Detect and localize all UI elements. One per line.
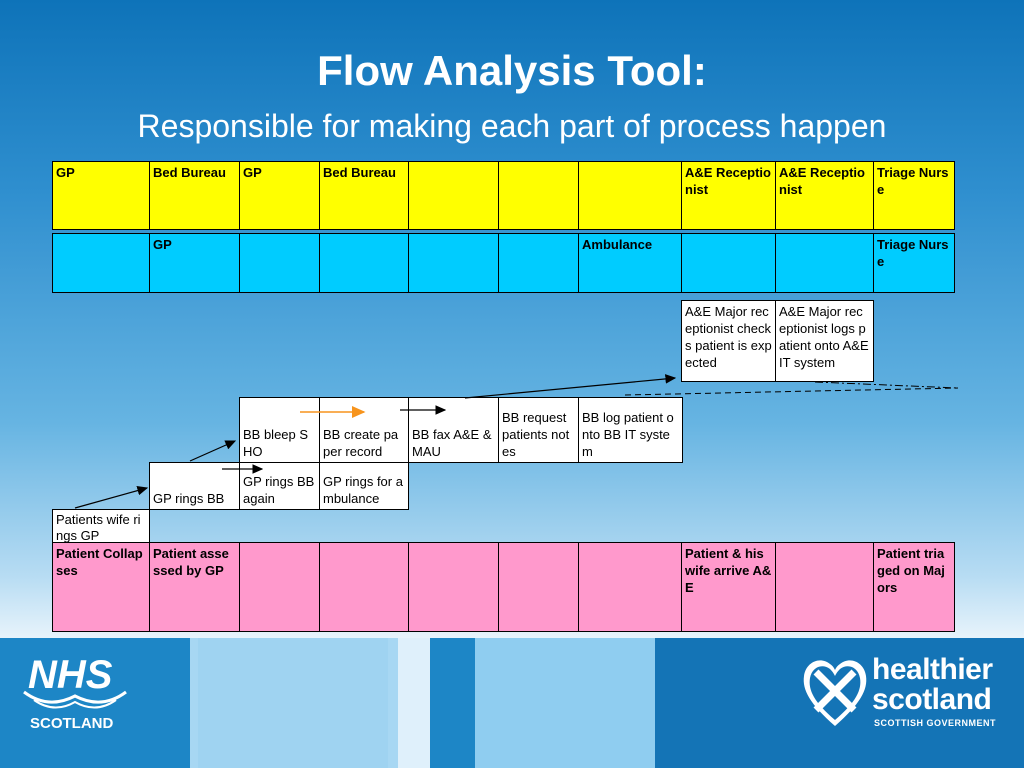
r2-cell-5 <box>408 233 499 293</box>
step-gp-rings-bb-text: GP rings BB <box>153 490 225 506</box>
footer-band-2 <box>198 638 388 768</box>
r1-cell-4: Bed Bureau <box>319 161 409 230</box>
arrow-bb-to-ae <box>464 374 677 399</box>
slide-subtitle: Responsible for making each part of proc… <box>137 108 887 144</box>
step-bb-fax: BB fax A&E & MAU <box>408 397 499 463</box>
r1-cell-3: GP <box>239 161 320 230</box>
step-gp-rings-ambulance: GP rings for ambulance <box>319 462 409 510</box>
step-wife-rings: Patients wife rings GP <box>52 509 150 543</box>
step-ae-checks: A&E Major receptionist checks patient is… <box>681 300 776 382</box>
heart-saltire-icon <box>803 660 867 726</box>
step-bb-create-text: BB create paper record <box>323 426 399 459</box>
hs-line-1: healthier <box>872 653 993 686</box>
r2-cell-6 <box>498 233 579 293</box>
step-bb-log-text: BB log patient onto BB IT system <box>582 409 674 459</box>
m-cell-2: Patient assessed by GP <box>149 542 240 632</box>
step-bb-fax-text: BB fax A&E & MAU <box>412 426 492 459</box>
step-bb-create: BB create paper record <box>319 397 409 463</box>
m-cell-1: Patient Collapses <box>52 542 150 632</box>
m-cell-10: Patient triaged on Majors <box>873 542 955 632</box>
step-gp-rings-bb: GP rings BB <box>149 462 240 510</box>
arrow-gp-to-bleep <box>189 440 237 462</box>
hs-line-2: scotland <box>872 683 992 716</box>
arrow-ae-logs-dashdot <box>814 381 959 389</box>
nhs-scotland-logo: NHS SCOTLAND <box>23 653 127 732</box>
r2-cell-7: Ambulance <box>578 233 682 293</box>
arrow-ae-logs-dashed <box>624 387 959 396</box>
r1-cell-10: Triage Nurse <box>873 161 955 230</box>
footer-band-4 <box>430 638 475 768</box>
m-cell-5 <box>408 542 499 632</box>
step-bb-bleep: BB bleep SHO <box>239 397 320 463</box>
step-gp-rings-again-text: GP rings BB again <box>243 473 315 506</box>
arrow-wife-to-gp <box>74 485 149 509</box>
r2-cell-9 <box>775 233 874 293</box>
m-cell-4 <box>319 542 409 632</box>
r2-cell-3 <box>239 233 320 293</box>
slide-title: Flow Analysis Tool: <box>317 47 707 94</box>
r1-cell-1: GP <box>52 161 150 230</box>
scottish-government-text: SCOTTISH GOVERNMENT <box>874 718 997 728</box>
r1-cell-7 <box>578 161 682 230</box>
r2-cell-8 <box>681 233 776 293</box>
step-gp-rings-ambulance-text: GP rings for ambulance <box>323 473 403 506</box>
r1-cell-9: A&E Receptionist <box>775 161 874 230</box>
step-bb-log: BB log patient onto BB IT system <box>578 397 683 463</box>
footer-band-3 <box>398 638 430 768</box>
step-bb-request-text: BB request patients notes <box>502 409 570 459</box>
flow-arrows <box>74 374 959 509</box>
step-bb-bleep-text: BB bleep SHO <box>243 426 309 459</box>
r1-cell-2: Bed Bureau <box>149 161 240 230</box>
m-cell-7 <box>578 542 682 632</box>
m-cell-6 <box>498 542 579 632</box>
nhs-logo-text: NHS <box>28 653 113 697</box>
r2-cell-10: Triage Nurse <box>873 233 955 293</box>
step-bb-request: BB request patients notes <box>498 397 579 463</box>
r2-cell-2: GP <box>149 233 240 293</box>
r2-cell-4 <box>319 233 409 293</box>
m-cell-8: Patient & his wife arrive A&E <box>681 542 776 632</box>
healthier-scotland-text: healthier scotland <box>872 655 993 715</box>
nhs-logo-sub: SCOTLAND <box>30 715 113 732</box>
r1-cell-8: A&E Receptionist <box>681 161 776 230</box>
footer-band-5 <box>475 638 655 768</box>
step-ae-logs: A&E Major receptionist logs patient onto… <box>775 300 874 382</box>
